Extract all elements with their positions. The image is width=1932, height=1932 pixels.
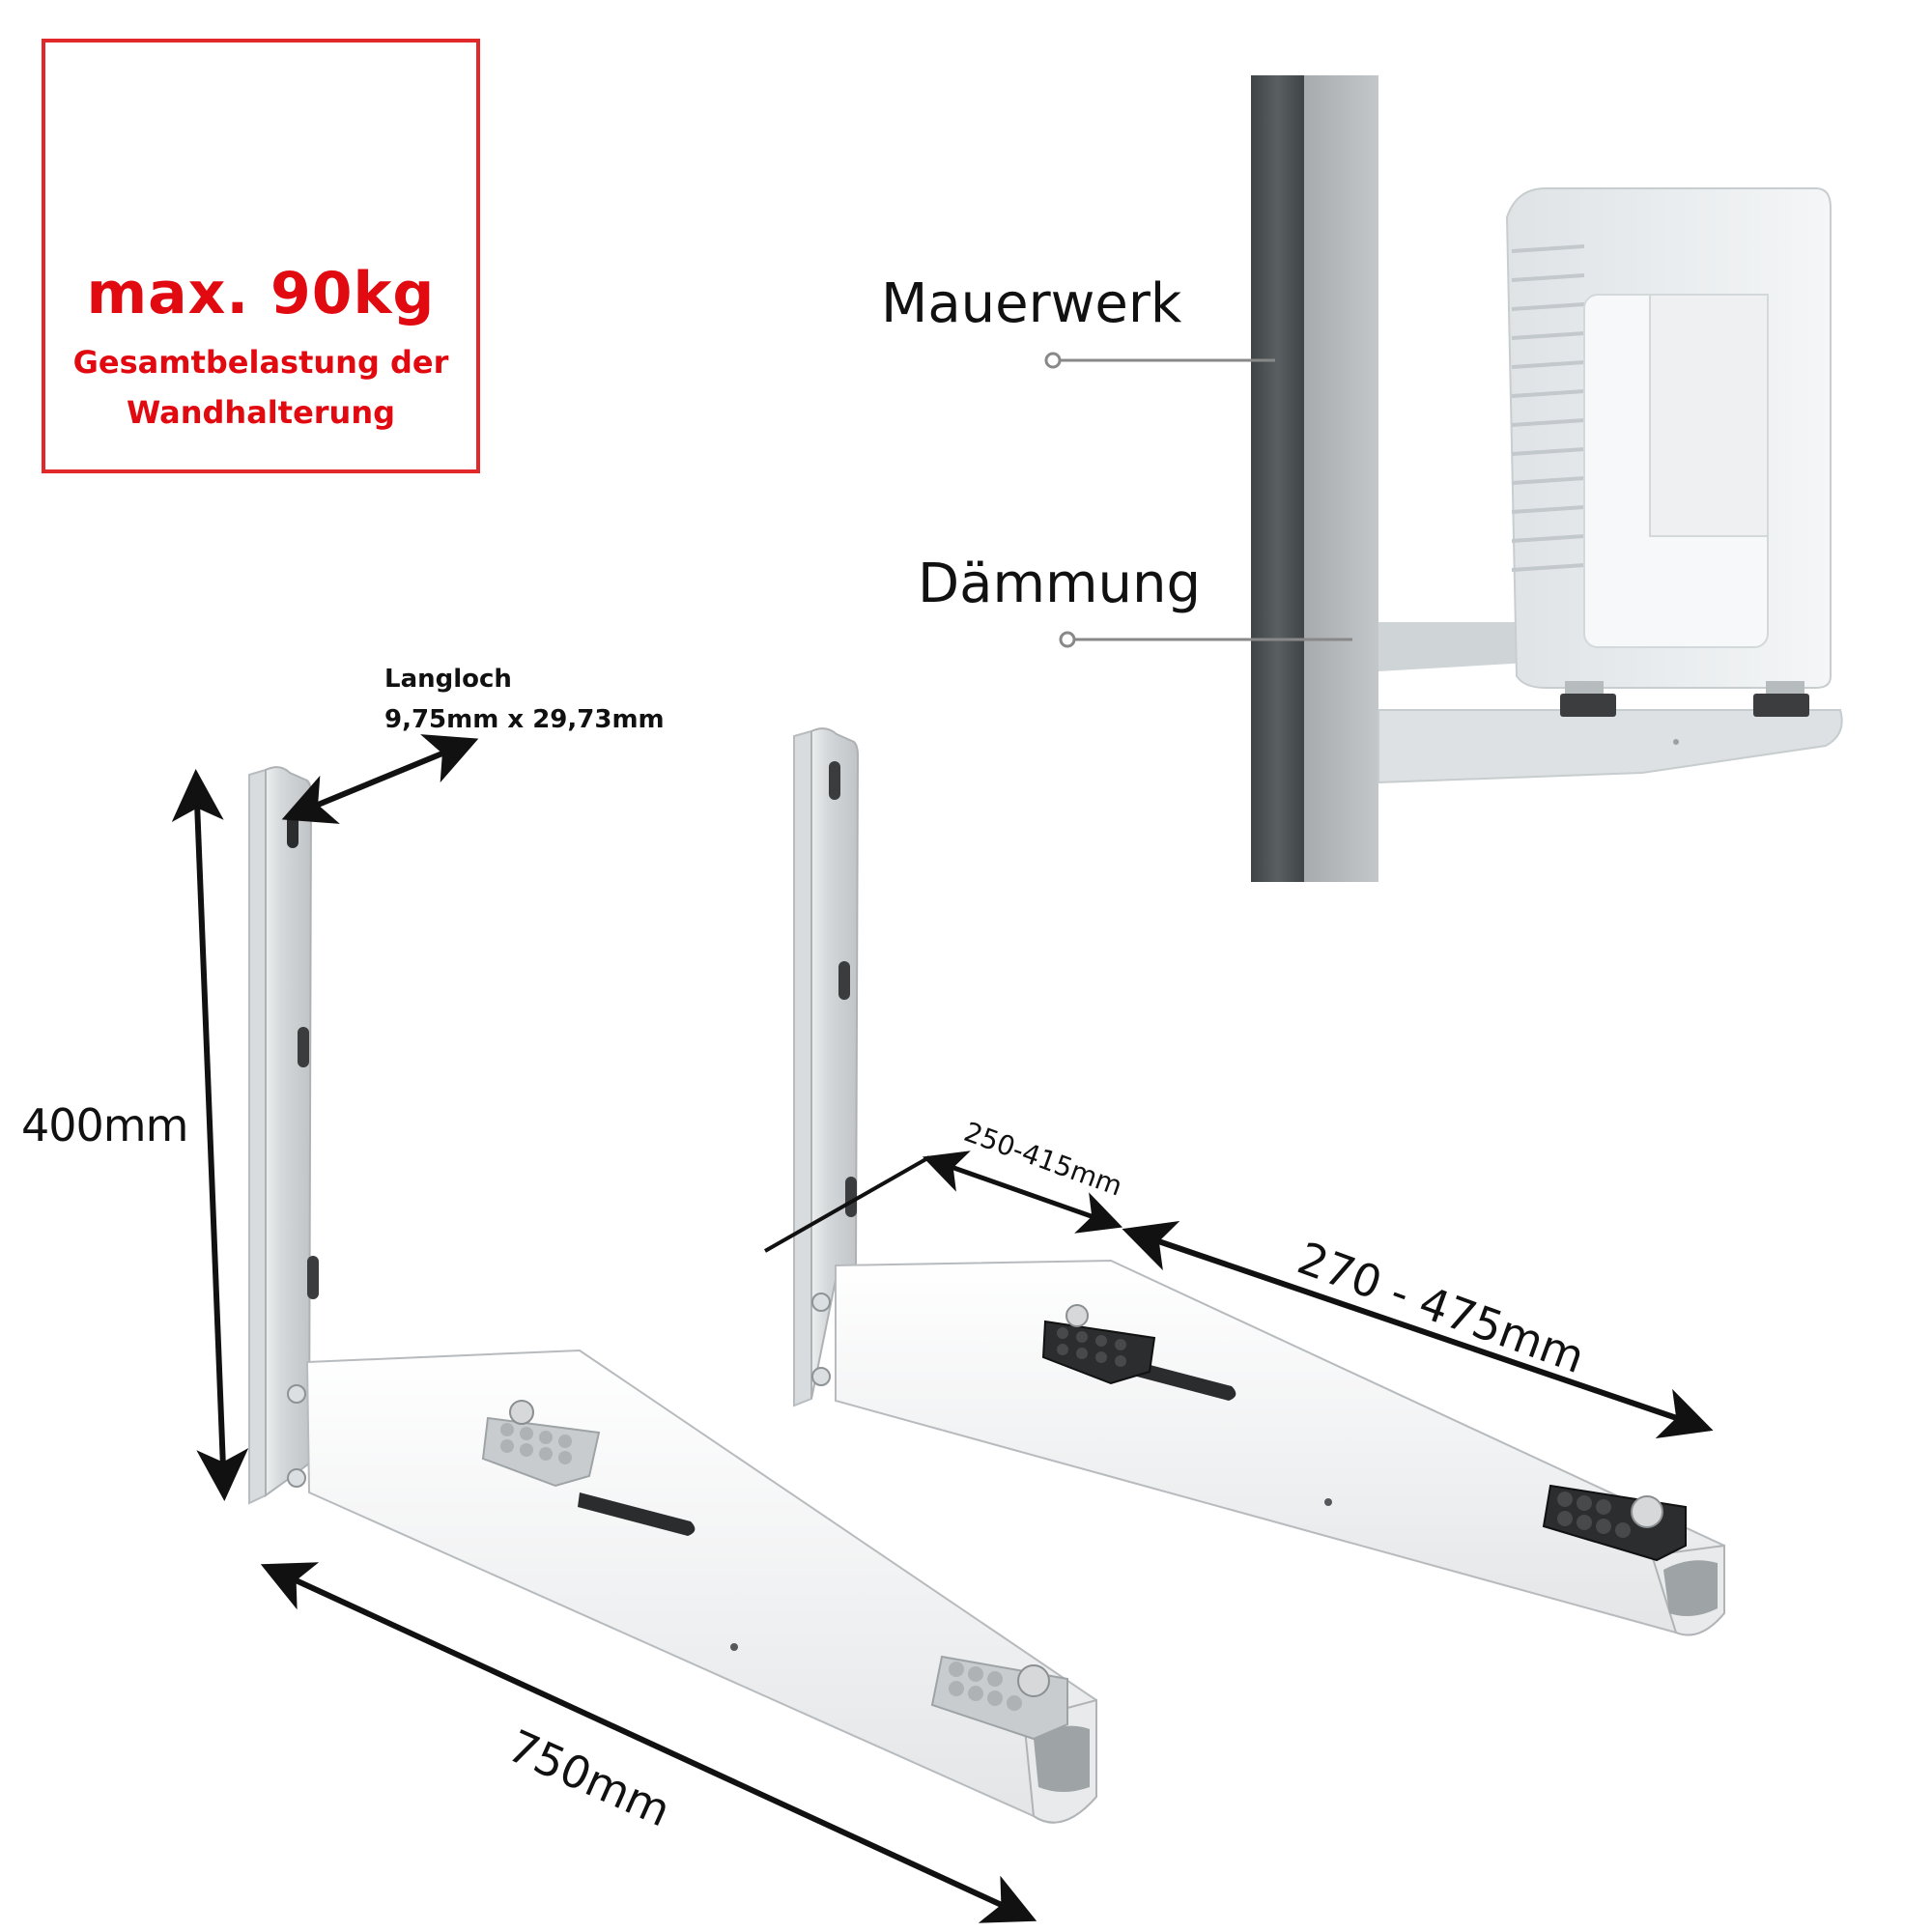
insulation-layer [1304, 75, 1378, 882]
load-capacity-badge: max. 90kg Gesamtbelastung der Wandhalter… [42, 39, 480, 473]
upper-support-arm [1378, 622, 1553, 671]
height-arrow [171, 769, 249, 1501]
slot-size-label: 9,75mm x 29,73mm [384, 705, 665, 734]
foot-offset-extension [764, 1155, 930, 1253]
max-load-text: max. 90kg [86, 260, 436, 327]
length-arrow [260, 1562, 1037, 1923]
height-label: 400mm [21, 1099, 188, 1151]
ac-outdoor-unit [1505, 187, 1832, 698]
lower-support-arm [1378, 709, 1843, 784]
right-bracket-post [793, 729, 812, 1407]
left-bracket-foot-inner [481, 1400, 601, 1488]
wall-section [1044, 75, 1843, 882]
slot-arrow [281, 734, 479, 824]
load-description-line2: Wandhalterung [126, 394, 396, 431]
slot-label: Langloch [384, 665, 512, 694]
masonry-label: Mauerwerk [881, 272, 1182, 335]
foot-range-arrow [1122, 1220, 1714, 1439]
load-description: Gesamtbelastung der Wandhalterung [45, 337, 476, 438]
load-description-line1: Gesamtbelastung der [72, 344, 449, 381]
insulation-label: Dämmung [918, 553, 1202, 615]
left-bracket-post [248, 768, 267, 1505]
foot-offset-arrow [922, 1151, 1123, 1234]
dimension-arrows [171, 734, 1714, 1923]
right-bracket-foot-outer [1542, 1484, 1687, 1562]
masonry-layer [1251, 75, 1304, 882]
right-bracket-arm [835, 1259, 1725, 1636]
